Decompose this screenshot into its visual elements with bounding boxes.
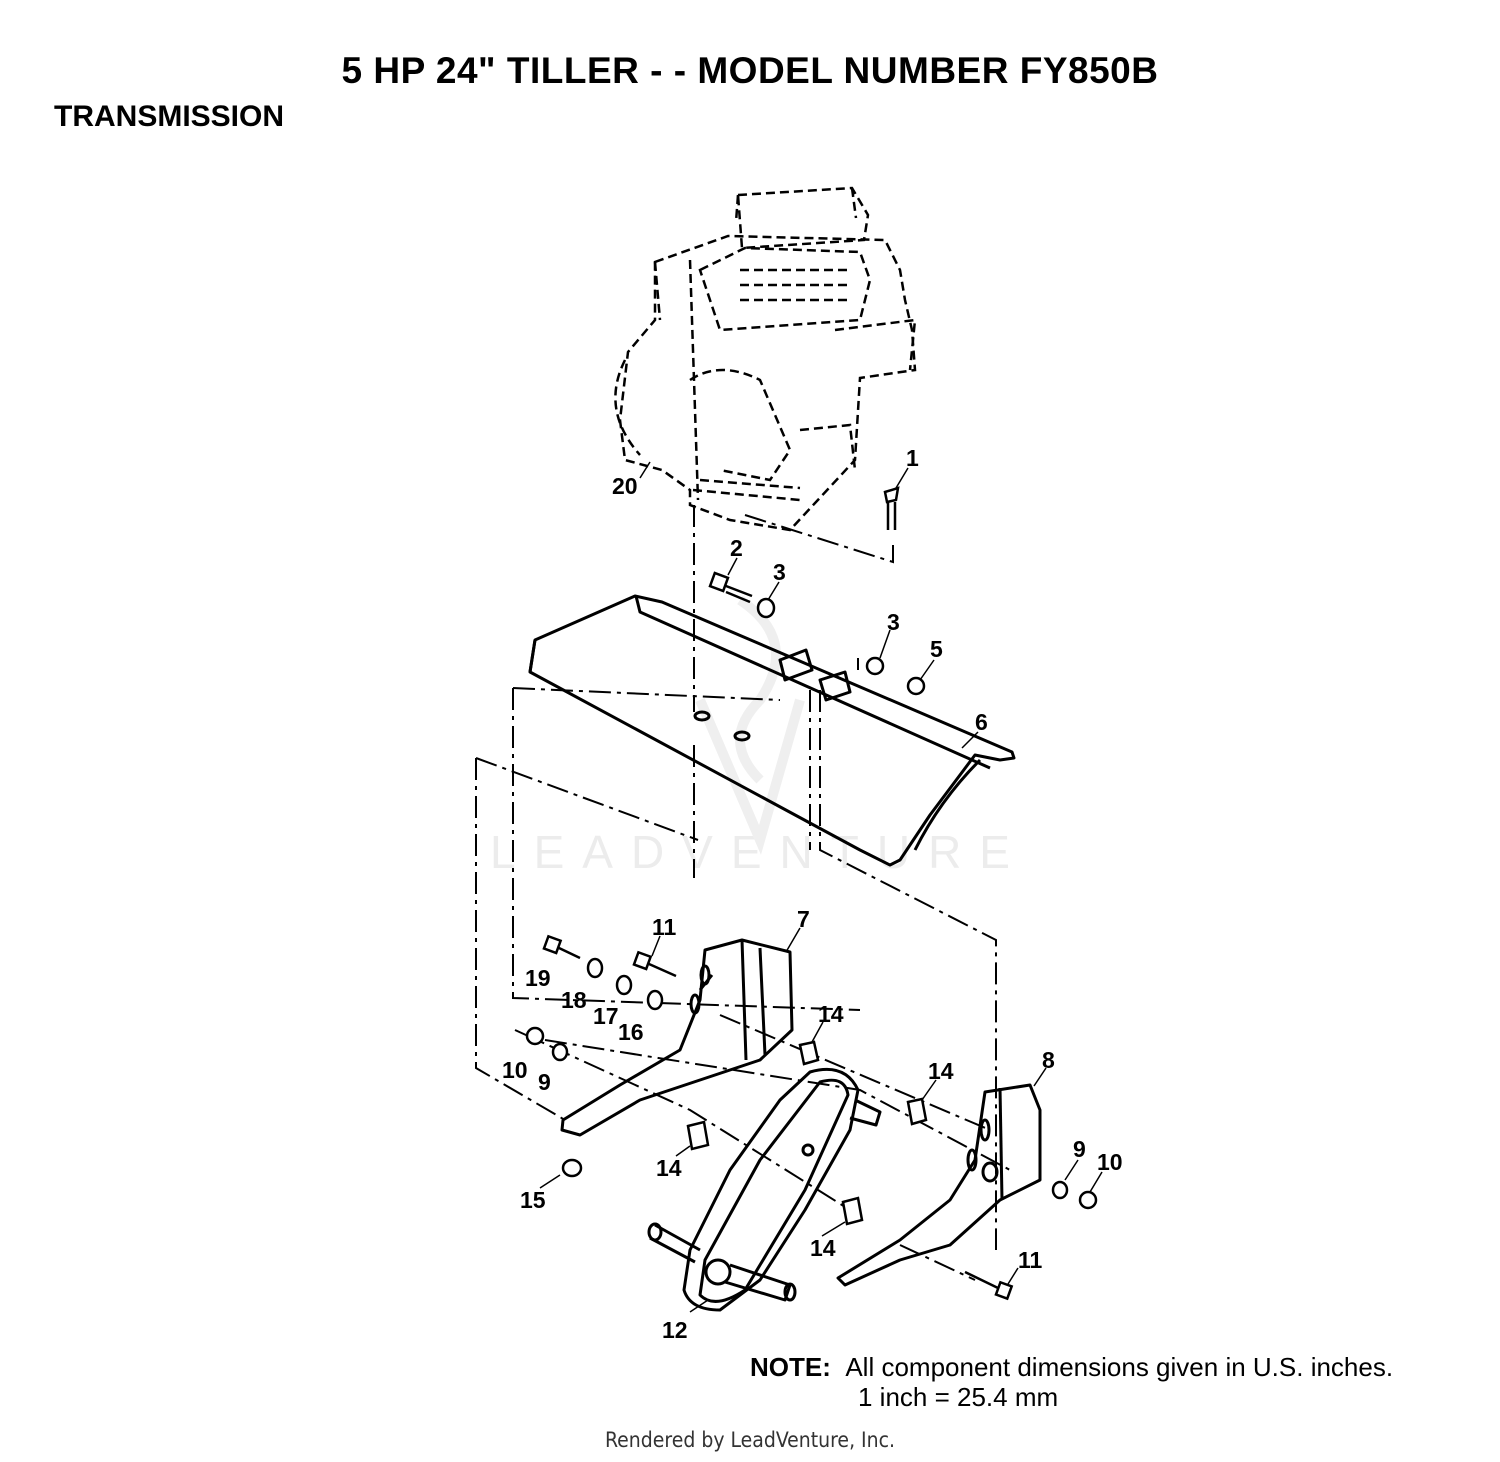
callout-3: 3: [887, 609, 900, 635]
callout-19: 19: [525, 965, 551, 991]
hardware: [525, 486, 1098, 1301]
note-text: All component dimensions given in U.S. i…: [845, 1352, 1394, 1382]
callout-2: 2: [730, 535, 743, 561]
left-bracket: [560, 938, 794, 1137]
callout-17: 17: [593, 1003, 619, 1029]
callout-15: 15: [520, 1187, 546, 1213]
callout-9: 9: [1073, 1136, 1086, 1162]
callout-14: 14: [928, 1058, 954, 1084]
watermark-logo: [695, 595, 805, 855]
callout-numbers: 1 2 3 3 5 6 7 8 9 9 10 10 11 11 12 14 14…: [502, 445, 1123, 1343]
tine-shield: [528, 594, 1016, 867]
footer-credit: Rendered by LeadVenture, Inc.: [605, 1428, 895, 1452]
callout-11: 11: [652, 914, 677, 940]
callout-1: 1: [906, 445, 919, 471]
callout-14: 14: [810, 1235, 836, 1261]
callout-11: 11: [1018, 1247, 1043, 1273]
callout-8: 8: [1042, 1047, 1055, 1073]
callout-18: 18: [561, 987, 587, 1013]
callout-10: 10: [1097, 1149, 1123, 1175]
section-title: TRANSMISSION: [54, 100, 285, 133]
chain-case: [647, 1067, 882, 1312]
callout-3: 3: [773, 559, 786, 585]
callout-14: 14: [656, 1155, 682, 1181]
callout-10: 10: [502, 1057, 528, 1083]
callout-6: 6: [975, 709, 988, 735]
callout-5: 5: [930, 636, 943, 662]
assembly-leader-lines: [475, 505, 1011, 1281]
callout-20: 20: [612, 473, 638, 499]
note-conversion: 1 inch = 25.4 mm: [858, 1382, 1059, 1412]
callout-14: 14: [818, 1001, 844, 1027]
callout-7: 7: [797, 906, 810, 932]
dimension-note: NOTE: All component dimensions given in …: [750, 1352, 1393, 1412]
callout-12: 12: [662, 1317, 688, 1343]
spacers: [686, 1040, 928, 1226]
right-bracket: [836, 1083, 1042, 1287]
note-label: NOTE:: [750, 1352, 831, 1382]
engine: [614, 186, 917, 532]
callout-9: 9: [538, 1069, 551, 1095]
diagram-title: 5 HP 24" TILLER - - MODEL NUMBER FY850B: [341, 50, 1159, 91]
callout-leaders: [539, 461, 1103, 1313]
callout-16: 16: [618, 1019, 644, 1045]
